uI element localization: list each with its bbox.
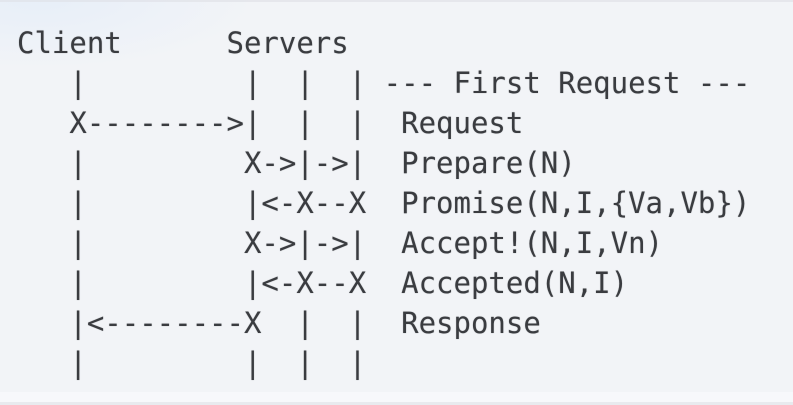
bottom-band-shade — [0, 392, 793, 402]
top-edge-shade — [0, 0, 793, 2]
diagram-row-prepare: | X->|->| Prepare(N) — [17, 146, 576, 180]
bottom-edge-shade — [0, 402, 793, 405]
diagram-row-response: |<--------X | | Response — [17, 306, 541, 340]
diagram-row-request: X-------->| | | Request — [17, 106, 524, 140]
diagram-section-row: | | | | --- First Request --- — [17, 66, 751, 100]
diagram-row-accept: | X->|->| Accept!(N,I,Vn) — [17, 226, 664, 260]
diagram-lifelines-row: | | | | — [17, 346, 367, 380]
diagram-header-row: Client Servers — [17, 26, 349, 60]
diagram-row-accepted: | |<-X--X Accepted(N,I) — [17, 266, 629, 300]
diagram-row-promise: | |<-X--X Promise(N,I,{Va,Vb}) — [17, 186, 751, 220]
paxos-sequence-diagram: Client Servers | | | | --- First Request… — [17, 23, 750, 383]
